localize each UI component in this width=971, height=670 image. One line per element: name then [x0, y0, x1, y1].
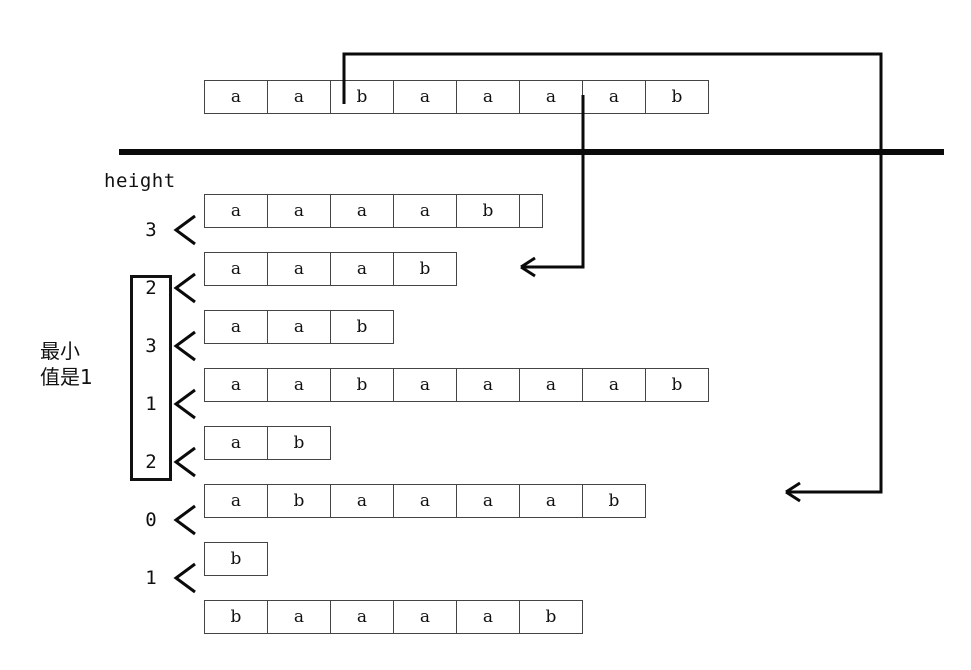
string-cell: a [582, 80, 646, 114]
connector-wire-b [521, 95, 585, 269]
suffix-row: a a a a b [204, 194, 543, 228]
min-note-line-2: 值是1 [40, 365, 93, 389]
suffix-row: a a b a a a a b [204, 368, 709, 402]
string-cell: b [645, 80, 709, 114]
height-value: 2 [145, 451, 157, 473]
suffix-cell: a [519, 484, 583, 518]
suffix-cell: a [456, 368, 520, 402]
height-chevron-icon [173, 446, 196, 478]
suffix-cell: b [330, 310, 394, 344]
string-cell: a [456, 80, 520, 114]
height-value: 3 [145, 335, 157, 357]
suffix-cell: a [519, 368, 583, 402]
suffix-cell: a [204, 368, 268, 402]
height-value: 0 [145, 509, 157, 531]
suffix-cell: a [204, 252, 268, 286]
suffix-cell: a [330, 252, 394, 286]
height-value: 2 [145, 277, 157, 299]
height-chevron-icon [173, 272, 196, 304]
suffix-row: a b [204, 426, 331, 460]
suffix-cell: a [267, 194, 331, 228]
suffix-cell: a [330, 484, 394, 518]
suffix-row: a b a a a a b [204, 484, 646, 518]
min-note-line-1: 最小 [40, 339, 80, 363]
height-value: 3 [145, 219, 157, 241]
full-string-row: a a b a a a a b [204, 80, 709, 114]
suffix-cell: b [582, 484, 646, 518]
suffix-row: a a a b [204, 252, 457, 286]
string-cell: a [267, 80, 331, 114]
string-cell: a [519, 80, 583, 114]
string-cell: b [330, 80, 394, 114]
suffix-row: b [204, 542, 268, 576]
suffix-row: b a a a a b [204, 600, 583, 634]
suffix-cell: a [393, 194, 457, 228]
suffix-cell: a [393, 368, 457, 402]
suffix-cell: b [519, 600, 583, 634]
suffix-cell: b [393, 252, 457, 286]
suffix-cell: a [393, 600, 457, 634]
height-value: 1 [145, 393, 157, 415]
suffix-cell: b [456, 194, 520, 228]
height-column-label: height [104, 170, 176, 192]
suffix-cell: a [204, 484, 268, 518]
suffix-cell: b [204, 542, 268, 576]
suffix-cell: a [204, 194, 268, 228]
height-chevron-icon [173, 388, 196, 420]
suffix-cell: b [267, 426, 331, 460]
min-range-bracket [130, 275, 172, 481]
height-chevron-icon [173, 504, 196, 536]
suffix-cell: a [267, 600, 331, 634]
suffix-cell: a [582, 368, 646, 402]
height-chevron-icon [173, 330, 196, 362]
suffix-cell: a [393, 484, 457, 518]
height-chevron-icon [173, 214, 196, 246]
suffix-cell: b [330, 368, 394, 402]
string-cell: a [393, 80, 457, 114]
suffix-cell-empty [519, 194, 543, 228]
suffix-cell: a [456, 484, 520, 518]
suffix-row: a a b [204, 310, 394, 344]
suffix-cell: b [204, 600, 268, 634]
suffix-cell: a [204, 310, 268, 344]
suffix-cell: a [330, 194, 394, 228]
suffix-cell: a [204, 426, 268, 460]
suffix-cell: a [267, 368, 331, 402]
min-value-annotation: 最小 值是1 [40, 338, 130, 390]
height-value: 1 [145, 567, 157, 589]
suffix-cell: b [645, 368, 709, 402]
suffix-cell: a [267, 252, 331, 286]
suffix-cell: a [456, 600, 520, 634]
suffix-cell: a [267, 310, 331, 344]
suffix-cell: a [330, 600, 394, 634]
height-chevron-icon [173, 562, 196, 594]
suffix-cell: b [267, 484, 331, 518]
connector-arrowhead-b [520, 256, 536, 278]
string-cell: a [204, 80, 268, 114]
connector-arrowhead-a [785, 481, 801, 503]
